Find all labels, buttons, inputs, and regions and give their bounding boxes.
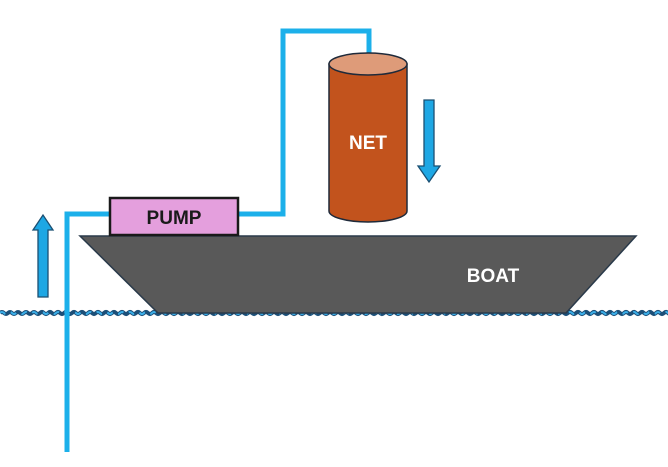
- outlet-pipe: [238, 28, 372, 217]
- arrow-up-icon: [31, 213, 55, 298]
- net-label: NET: [349, 133, 387, 154]
- boat-label: BOAT: [467, 266, 520, 287]
- net-cylinder: NET: [328, 52, 408, 223]
- intake-pipe: [64, 211, 110, 452]
- pump-box: [108, 196, 240, 237]
- arrow-down-icon: [416, 99, 442, 184]
- boat-hull: [78, 235, 638, 314]
- net-cylinder-top: [328, 52, 408, 76]
- net-cylinder-body: [328, 63, 408, 223]
- pump-label: PUMP: [147, 208, 202, 229]
